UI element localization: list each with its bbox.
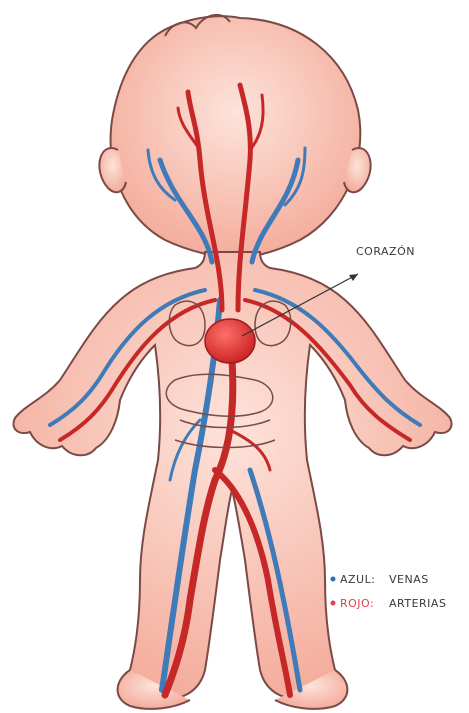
legend-item-arteries: ROJO: ARTERIAS	[331, 597, 447, 610]
legend-bullet-veins	[331, 577, 336, 582]
heart-shape	[205, 319, 255, 363]
legend-value-veins: VENAS	[389, 573, 429, 586]
heart-label: CORAZÓN	[356, 245, 415, 258]
legend-bullet-arteries	[331, 601, 336, 606]
legend-key-veins: AZUL:	[340, 573, 375, 586]
legend-value-arteries: ARTERIAS	[389, 597, 446, 610]
legend: AZUL: VENAS ROJO: ARTERIAS	[331, 573, 447, 610]
head-outline	[111, 16, 361, 258]
legend-key-arteries: ROJO:	[340, 597, 374, 610]
heart	[205, 319, 255, 363]
legend-item-veins: AZUL: VENAS	[331, 573, 429, 586]
